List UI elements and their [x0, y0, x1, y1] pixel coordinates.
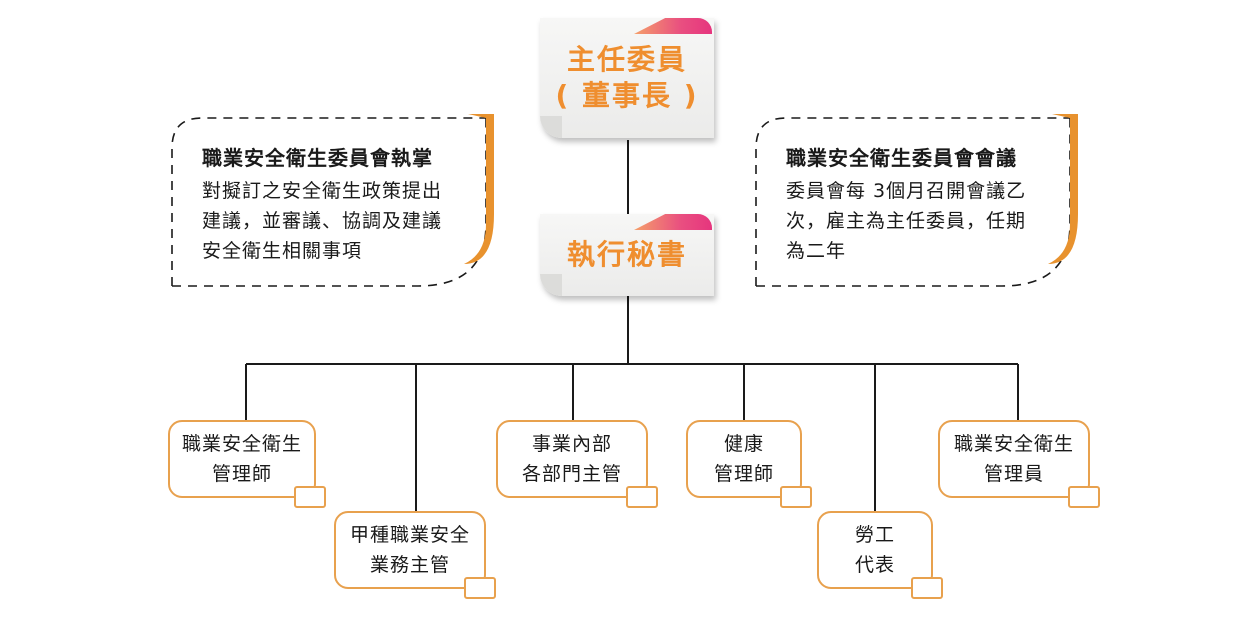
chairman-subtitle: ( 董事長 ): [555, 79, 699, 112]
member-line: 事業內部: [531, 433, 612, 455]
corner-tag: [911, 577, 943, 599]
member-box-department-heads: 事業內部 各部門主管: [496, 420, 658, 508]
corner-tag: [294, 486, 326, 508]
member-line: 業務主管: [369, 554, 450, 576]
meeting-title: 職業安全衛生委員會會議: [786, 146, 1017, 170]
member-line: 管理師: [211, 463, 272, 485]
member-line: 職業安全衛生: [181, 433, 302, 455]
member-line: 各部門主管: [521, 463, 622, 485]
card-accent: [634, 214, 712, 230]
secretary-card: 執行秘書: [540, 214, 714, 296]
member-line: 勞工: [854, 524, 895, 546]
duties-body: 對擬訂之安全衛生政策提出 建議，並審議、協調及建議 安全衛生相關事項: [202, 176, 464, 266]
chairman-card: 主任委員 ( 董事長 ): [540, 18, 714, 138]
meeting-line: 次，雇主為主任委員，任期: [786, 210, 1027, 232]
card-accent: [634, 18, 712, 34]
member-line: 管理員: [983, 463, 1044, 485]
duties-line: 對擬訂之安全衛生政策提出: [202, 180, 443, 202]
duties-line: 建議，並審議、協調及建議: [202, 210, 443, 232]
meeting-line: 委員會每 3個月召開會議乙: [786, 180, 1027, 202]
member-line: 職業安全衛生: [953, 433, 1074, 455]
note-frame: [755, 114, 1078, 287]
member-line: 健康: [723, 433, 764, 455]
member-box-class-a-supervisor: 甲種職業安全 業務主管: [334, 511, 496, 599]
member-box-safety-manager: 職業安全衛生 管理師: [168, 420, 326, 508]
secretary-title: 執行秘書: [566, 238, 687, 271]
meeting-note: 職業安全衛生委員會會議 委員會每 3個月召開會議乙 次，雇主為主任委員，任期 為…: [752, 114, 1078, 287]
duties-line: 安全衛生相關事項: [202, 240, 363, 262]
member-box-safety-officer: 職業安全衛生 管理員: [938, 420, 1100, 508]
member-line: 甲種職業安全: [349, 524, 470, 546]
member-line: 代表: [854, 554, 895, 576]
meeting-line: 為二年: [786, 240, 847, 262]
note-frame: [171, 114, 494, 287]
member-box-health-manager: 健康 管理師: [686, 420, 812, 508]
corner-tag: [1068, 486, 1100, 508]
corner-tag: [464, 577, 496, 599]
meeting-body: 委員會每 3個月召開會議乙 次，雇主為主任委員，任期 為二年: [786, 176, 1048, 266]
member-line: 管理師: [713, 463, 774, 485]
chairman-title: 主任委員: [566, 43, 687, 76]
duties-note: 職業安全衛生委員會執掌 對擬訂之安全衛生政策提出 建議，並審議、協調及建議 安全…: [168, 114, 494, 287]
corner-tag: [626, 486, 658, 508]
member-box-labor-representative: 勞工 代表: [817, 511, 943, 599]
corner-tag: [780, 486, 812, 508]
duties-title: 職業安全衛生委員會執掌: [202, 146, 433, 170]
